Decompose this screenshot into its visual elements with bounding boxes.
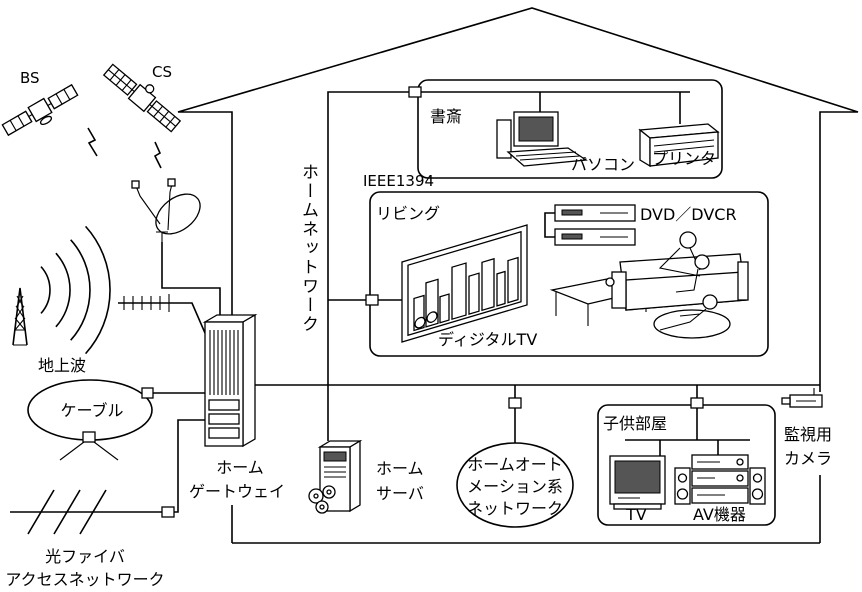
study-title: 書斎 (430, 107, 462, 126)
cable-label: ケーブル (60, 401, 123, 420)
kids-tv-icon (610, 456, 665, 509)
pc-label: パソコン (571, 155, 635, 174)
home-gateway-icon (205, 315, 255, 446)
cable-tap-icon (60, 432, 118, 460)
cable-connector-icon (142, 388, 153, 398)
kids-connector-icon (691, 398, 703, 408)
home-network-label: ホームネットワーク (299, 163, 316, 334)
digital-tv-label: ディジタルTV (438, 330, 537, 349)
gateway-label-line2: ゲートウェイ (189, 482, 285, 501)
sofa-and-family-icon (552, 232, 748, 338)
antenna-to-gateway-line (182, 303, 205, 333)
bs-label: BS (20, 69, 40, 87)
living-title: リビング (376, 204, 440, 223)
satellite-dish-icon (132, 179, 208, 242)
fiber-label-line1: 光ファイバ (45, 547, 125, 566)
camera-label-line1: 監視用 (784, 425, 832, 444)
gateway-label-line1: ホーム (216, 458, 264, 477)
cs-satellite-icon (103, 57, 186, 133)
home-automation-label-line3: ネットワーク (467, 499, 563, 518)
dvd-recorder-icon (545, 205, 635, 245)
kids-tv-label: TV (625, 505, 647, 524)
camera-label-line2: カメラ (784, 449, 832, 468)
satellite-signal-icon (88, 128, 161, 168)
av-equipment-icon (675, 455, 765, 504)
ieee1394-label: IEEE1394 (363, 172, 434, 190)
printer-label: プリンタ (652, 149, 716, 168)
dish-to-gateway-line (162, 242, 220, 315)
server-label-line2: サーバ (376, 484, 424, 503)
server-label-line1: ホーム (376, 459, 424, 478)
radio-waves-icon (41, 226, 110, 353)
bs-satellite-icon (1, 83, 82, 143)
terrestrial-label: 地上波 (38, 356, 86, 375)
dvd-label: DVD／DVCR (640, 205, 737, 224)
home-automation-label-line1: ホームオート (467, 455, 563, 474)
living-connector-icon (366, 295, 378, 305)
broadcast-tower-icon (13, 288, 27, 345)
av-label: AV機器 (693, 505, 746, 524)
kids-room-bus (625, 440, 750, 456)
kids-room-title: 子供部屋 (603, 414, 667, 433)
home-automation-connector-icon (509, 398, 521, 408)
home-server-icon (309, 441, 360, 513)
yagi-antenna-icon (118, 294, 182, 312)
security-camera-icon (782, 388, 822, 407)
fiber-lines-icon (10, 490, 162, 534)
home-automation-label-line2: メーション系 (467, 477, 563, 496)
fiber-label-line2: アクセスネットワーク (5, 570, 164, 589)
fiber-connector-icon (162, 507, 174, 517)
study-connector-icon (409, 87, 421, 97)
cs-label: CS (152, 63, 172, 81)
digital-tv-icon (402, 225, 527, 342)
